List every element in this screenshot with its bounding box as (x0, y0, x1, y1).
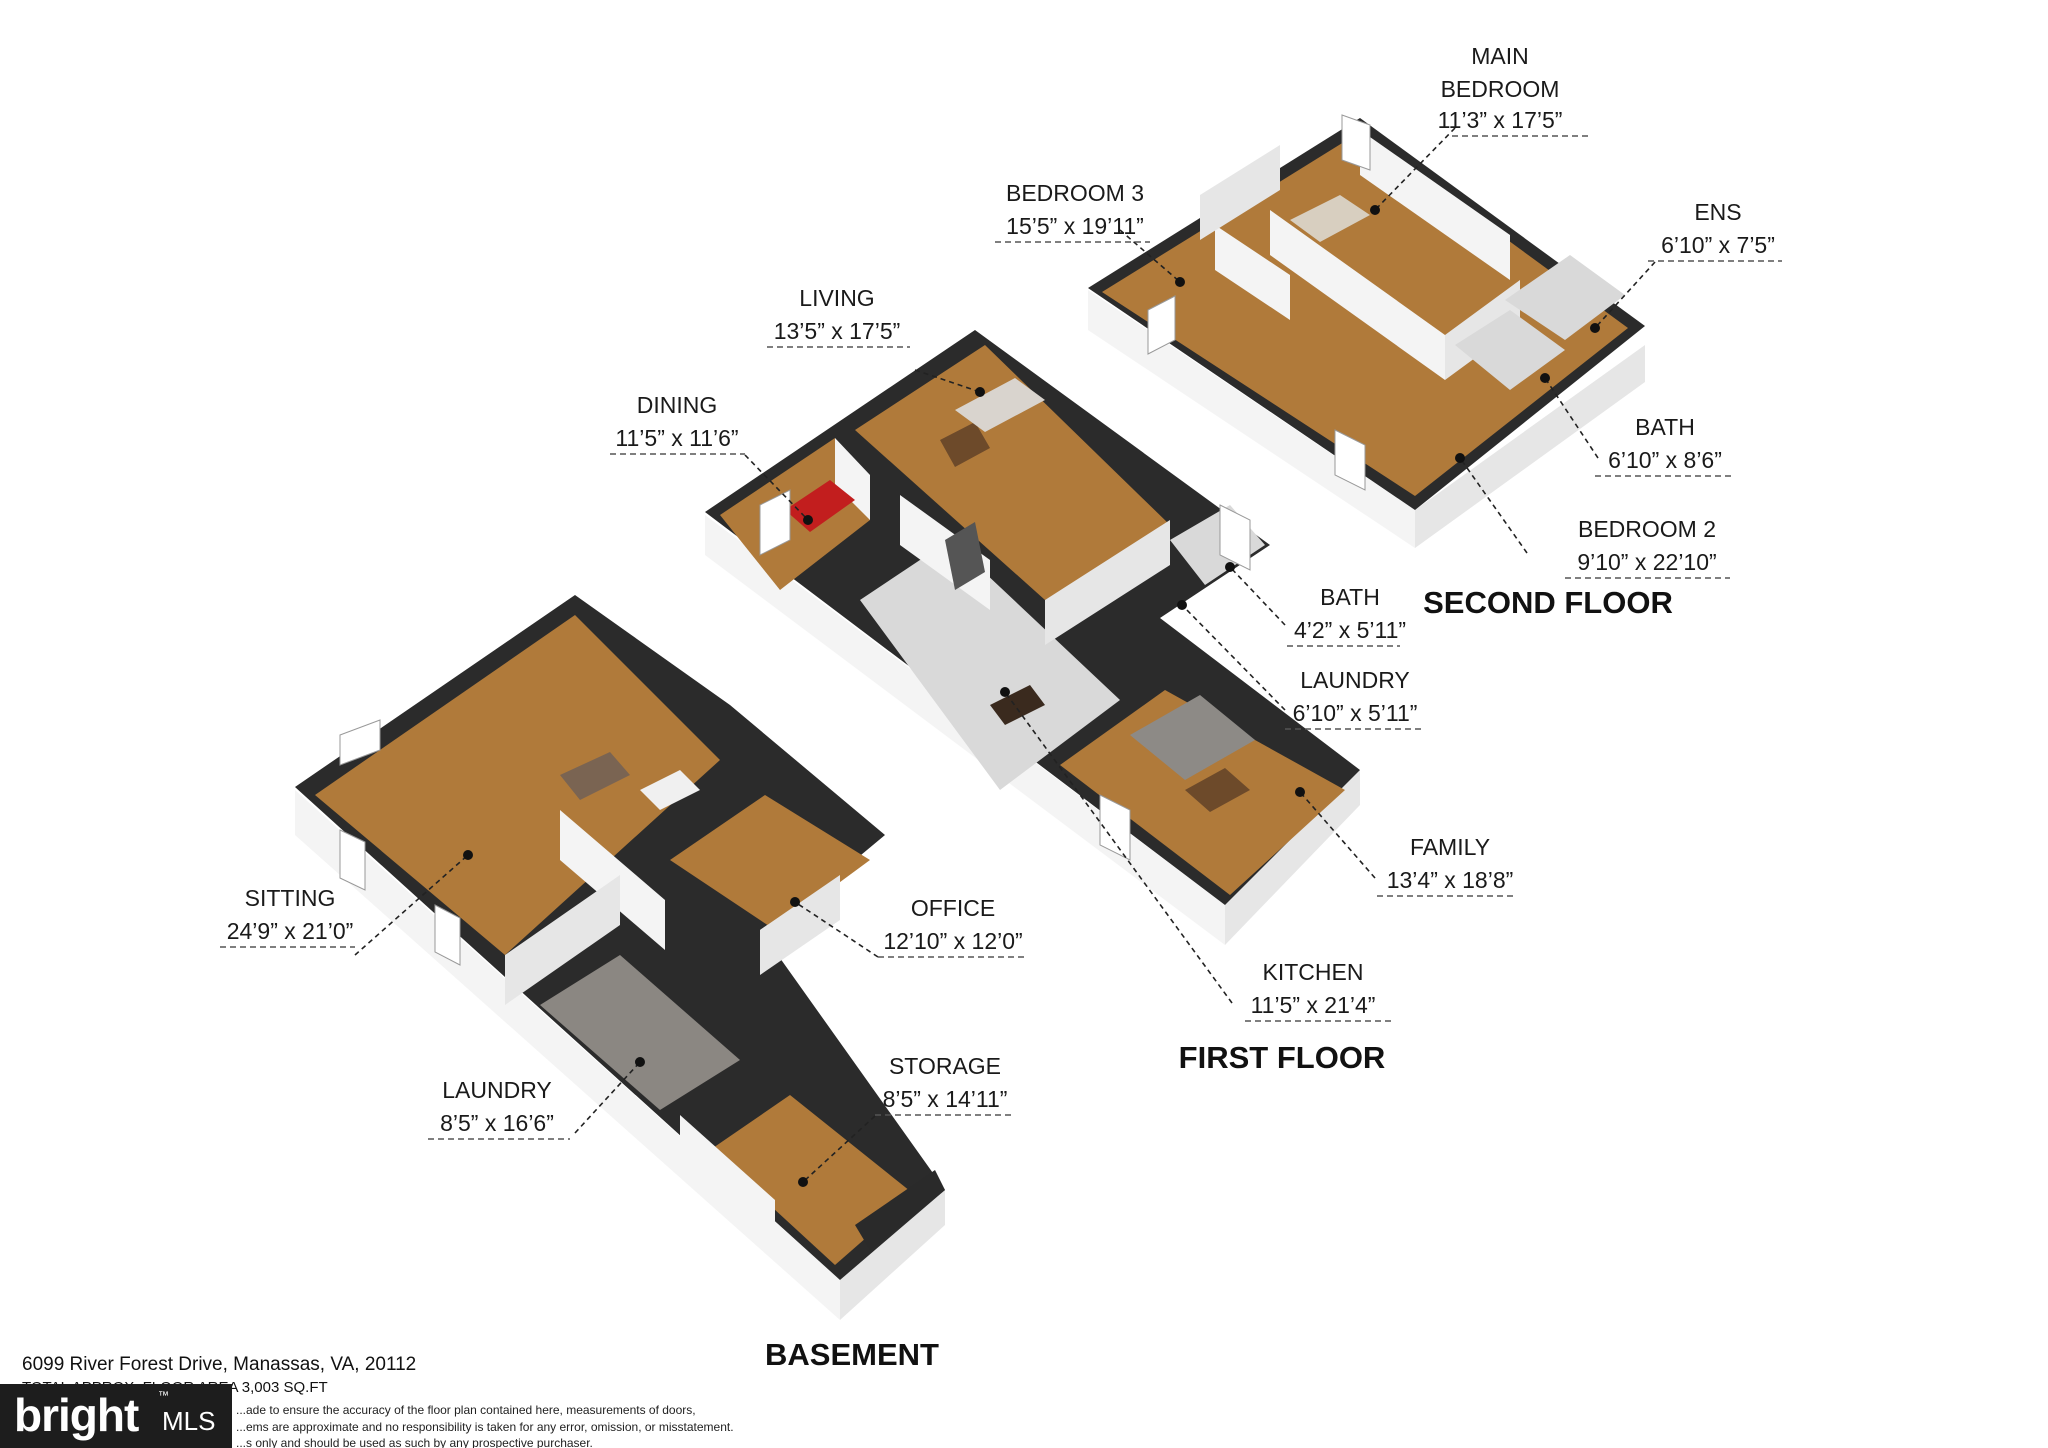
leader-family (1299, 791, 1376, 879)
leader-main-bedroom (1374, 127, 1456, 211)
disclaimer-line-2: ...ems are approximate and no responsibi… (236, 1420, 734, 1434)
leader-living (914, 369, 981, 393)
basement-title: BASEMENT (765, 1337, 939, 1372)
leader-bath-first (1229, 566, 1286, 626)
leader-bedroom3 (1119, 229, 1181, 283)
office-label: OFFICE (911, 895, 995, 921)
kitchen-size: 11’5” x 21’4” (1251, 992, 1376, 1018)
marker-kitchen (1000, 687, 1010, 697)
living-size: 13’5” x 17’5” (774, 318, 901, 344)
living-label: LIVING (799, 285, 874, 311)
marker-laundry-first (1177, 600, 1187, 610)
leader-office (794, 901, 879, 958)
leader-sitting (354, 854, 469, 956)
second-floor-model (1088, 114, 1645, 548)
kitchen-label: KITCHEN (1263, 959, 1364, 985)
laundry-basement-size: 8’5” x 16’6” (440, 1110, 554, 1136)
bedroom3-size: 15’5” x 19’11” (1006, 213, 1144, 239)
leader-ens (1594, 261, 1656, 329)
bath-first-size: 4’2” x 5’11” (1294, 617, 1406, 643)
marker-bedroom3 (1175, 277, 1185, 287)
ens-label: ENS (1694, 199, 1741, 225)
marker-dining (803, 515, 813, 525)
first-floor-model (705, 330, 1360, 945)
disclaimer-line-1: ...ade to ensure the accuracy of the flo… (236, 1403, 696, 1417)
main-bedroom-label-line2: BEDROOM (1441, 76, 1560, 102)
leader-storage (802, 1115, 876, 1183)
leader-bedroom2 (1459, 457, 1528, 554)
storage-size: 8’5” x 14’11” (883, 1086, 1008, 1112)
laundry-first-size: 6’10” x 5’11” (1293, 700, 1418, 726)
leader-bath-second (1544, 377, 1599, 459)
room-labels: MAIN BEDROOM 11’3” x 17’5” BEDROOM 3 15’… (220, 43, 1782, 1140)
sitting-size: 24’9” x 21’0” (227, 918, 354, 944)
ens-size: 6’10” x 7’5” (1661, 232, 1775, 258)
marker-bath-second (1540, 373, 1550, 383)
bath-second-label: BATH (1635, 414, 1695, 440)
logo-trademark: ™ (158, 1390, 169, 1402)
bath-first-label: BATH (1320, 584, 1380, 610)
marker-bedroom2 (1455, 453, 1465, 463)
family-label: FAMILY (1410, 834, 1490, 860)
office-size: 12’10” x 12’0” (883, 928, 1022, 954)
main-bedroom-size: 11’3” x 17’5” (1438, 107, 1563, 133)
logo-mls: MLS (162, 1406, 216, 1436)
bright-mls-logo: bright ™ MLS (0, 1384, 232, 1448)
logo-wordmark: bright (14, 1389, 139, 1441)
basement-model (295, 595, 945, 1320)
leader-laundry-basement (574, 1061, 641, 1134)
marker-family (1295, 787, 1305, 797)
bath-second-size: 6’10” x 8’6” (1608, 447, 1722, 473)
marker-sitting (463, 850, 473, 860)
marker-office (790, 897, 800, 907)
bedroom3-label: BEDROOM 3 (1006, 180, 1144, 206)
storage-label: STORAGE (889, 1053, 1001, 1079)
bedroom2-label: BEDROOM 2 (1578, 516, 1716, 542)
sitting-label: SITTING (245, 885, 336, 911)
marker-ens (1590, 323, 1600, 333)
dining-label: DINING (637, 392, 718, 418)
marker-living (975, 387, 985, 397)
leader-kitchen (1004, 691, 1233, 1004)
marker-bath-first (1225, 562, 1235, 572)
second-floor-title: SECOND FLOOR (1423, 585, 1673, 620)
laundry-basement-label: LAUNDRY (442, 1077, 552, 1103)
marker-storage (798, 1177, 808, 1187)
laundry-first-label: LAUNDRY (1300, 667, 1410, 693)
leader-laundry-first (1181, 604, 1286, 711)
family-size: 13’4” x 18’8” (1387, 867, 1514, 893)
leader-lines (354, 127, 1656, 1187)
main-bedroom-label-line1: MAIN (1471, 43, 1529, 69)
first-floor-title: FIRST FLOOR (1179, 1040, 1386, 1075)
leader-dining (744, 454, 809, 521)
property-address: 6099 River Forest Drive, Manassas, VA, 2… (22, 1354, 416, 1375)
bedroom2-size: 9’10” x 22’10” (1577, 549, 1716, 575)
marker-main-bedroom (1370, 205, 1380, 215)
disclaimer-line-3: ...s only and should be used as such by … (236, 1436, 593, 1448)
dining-size: 11’5” x 11’6” (615, 425, 738, 451)
marker-laundry-basement (635, 1057, 645, 1067)
